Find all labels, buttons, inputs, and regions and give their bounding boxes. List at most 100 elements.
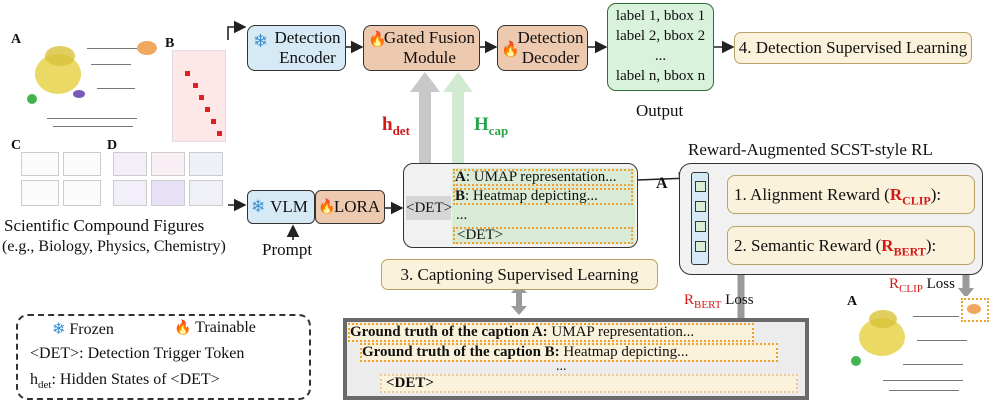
vlm-label: VLM	[270, 197, 308, 216]
ground-truth-a-text: UMAP representation...	[547, 324, 695, 340]
ground-truth-det: <DET>	[380, 374, 798, 393]
panel-label-c: C	[11, 138, 22, 153]
ground-truth-b-bold: Ground truth of the caption B:	[362, 344, 560, 360]
semantic-suffix: ):	[925, 236, 937, 255]
figure-caption-line2: (e.g., Biology, Physics, Chemistry)	[2, 238, 226, 255]
alignment-suffix: ):	[930, 185, 942, 204]
legend-trainable: 🔥 Trainable	[174, 319, 256, 337]
legend: ❄ Frozen 🔥 Trainable <DET>: Detection Tr…	[16, 314, 311, 400]
rclip-loss-label: RCLIP Loss	[889, 276, 955, 295]
output-label: Output	[636, 101, 684, 120]
snowflake-icon: ❄	[251, 197, 266, 216]
panel-label-a: A	[11, 32, 22, 47]
ground-truth-b-text: Heatmap depicting...	[559, 344, 689, 360]
snowflake-icon: ❄	[253, 31, 269, 51]
caption-det-line: <DET>	[453, 227, 633, 244]
legend-frozen: ❄ Frozen	[52, 319, 114, 339]
result-panel-label: A	[847, 294, 858, 309]
panel-d-thumb-2	[151, 152, 185, 176]
small-scatter-b	[135, 38, 161, 60]
output-box: label 1, bbox 1 label 2, bbox 2 ... labe…	[607, 3, 714, 91]
panel-c-thumb-4	[63, 180, 101, 206]
caption-a-line: A: UMAP representation...	[453, 169, 633, 186]
panel-d-thumb-4	[113, 180, 147, 206]
h-det-arrow	[410, 72, 440, 184]
det-token-label: <DET>	[406, 200, 453, 216]
captioning-supervised-learning: 3. Captioning Supervised Learning	[381, 259, 658, 290]
caption-lines	[452, 168, 635, 244]
snowflake-icon: ❄	[52, 321, 66, 338]
arrow-label-a: A	[656, 175, 668, 192]
gated-fusion-module: 🔥 Gated Fusion Module	[363, 25, 480, 71]
token-bar	[691, 172, 709, 265]
caption-b-line: B: Heatmap depicting...	[453, 188, 633, 205]
panel-d-thumb-3	[189, 152, 223, 176]
lora-label: LORA	[333, 197, 381, 216]
panel-d-thumb-6	[189, 180, 223, 206]
caption-det-token: <DET>	[457, 227, 504, 243]
caption-b-letter: B	[455, 188, 466, 204]
captioning-sl-label: 3. Captioning Supervised Learning	[400, 264, 639, 284]
h-cap-label: Hcap	[474, 114, 509, 138]
semantic-reward: 2. Semantic Reward (RBERT):	[727, 226, 975, 265]
panel-c-thumb-3	[21, 180, 59, 206]
legend-frozen-label: Frozen	[69, 321, 114, 338]
ground-truth-a: Ground truth of the caption A: UMAP repr…	[348, 323, 754, 342]
ground-truth-ellipsis: ...	[556, 359, 567, 374]
vlm-module: ❄ VLM	[247, 190, 315, 224]
det-token-cell: <DET>	[406, 196, 453, 220]
alignment-r: RCLIP	[889, 185, 931, 208]
token-cell-2	[695, 201, 706, 212]
detection-encoder: ❄ Detection Encoder	[247, 25, 346, 71]
detection-supervised-learning: 4. Detection Supervised Learning	[734, 32, 972, 64]
heatmap	[172, 50, 226, 142]
prompt-label: Prompt	[262, 240, 313, 259]
legend-trainable-label: Trainable	[195, 319, 256, 336]
output-row-1: label 1, bbox 1	[615, 8, 706, 24]
panel-d-thumb-1	[113, 152, 147, 176]
output-row-4: label n, bbox n	[615, 68, 706, 84]
h-cap-arrow	[443, 72, 473, 168]
caption-ellipsis: ...	[456, 207, 468, 223]
detection-sl-label: 4. Detection Supervised Learning	[738, 38, 968, 57]
panel-label-d: D	[107, 138, 118, 153]
fire-icon: 🔥	[174, 321, 192, 336]
double-arrow-down	[511, 306, 527, 315]
detection-decoder-label: Detection Decoder	[517, 28, 584, 67]
lora-module: 🔥 LORA	[315, 190, 385, 224]
ground-truth-det-token: <DET>	[386, 375, 434, 391]
panel-d-thumb-5	[151, 180, 185, 206]
alignment-prefix: 1. Alignment Reward (	[734, 185, 890, 204]
result-umap-scatter	[849, 306, 919, 370]
caption-a-text: : UMAP representation...	[465, 169, 617, 185]
caption-b-text: : Heatmap depicting...	[465, 188, 598, 204]
rbert-loss-label: RBERT Loss	[684, 292, 754, 311]
result-panel: A	[843, 294, 993, 402]
fire-icon: 🔥	[318, 200, 336, 215]
rl-title: Reward-Augmented SCST-style RL	[688, 140, 933, 159]
rclip-loss-arrow	[958, 288, 974, 298]
compound-figure: A B C D	[7, 28, 227, 212]
semantic-prefix: 2. Semantic Reward (	[734, 236, 882, 255]
output-row-3: ...	[654, 48, 667, 64]
result-orange-box	[961, 298, 989, 322]
legend-hdet-line: hdet: Hidden States of <DET>	[30, 371, 220, 392]
output-row-2: label 2, bbox 2	[615, 28, 706, 44]
arrow-figure-to-encoder	[227, 20, 247, 40]
detection-decoder: 🔥 Detection Decoder	[497, 25, 588, 71]
token-cell-4	[695, 241, 706, 252]
legend-det-line: <DET>: Detection Trigger Token	[30, 345, 245, 362]
token-cell-3	[695, 221, 706, 232]
figure-caption-line1: Scientific Compound Figures	[4, 216, 205, 235]
umap-scatter	[25, 40, 95, 110]
token-cell-1	[695, 181, 706, 192]
fire-icon: 🔥	[368, 32, 387, 48]
ground-truth-a-bold: Ground truth of the caption A:	[350, 324, 548, 340]
semantic-r: RBERT	[881, 236, 926, 259]
h-det-label: hdet	[382, 114, 410, 138]
ground-truth-b: Ground truth of the caption B: Heatmap d…	[360, 343, 778, 362]
gated-fusion-label: Gated Fusion Module	[383, 28, 476, 67]
fire-icon: 🔥	[501, 42, 520, 58]
caption-a-letter: A	[455, 169, 466, 185]
panel-c-thumb-1	[21, 152, 59, 176]
